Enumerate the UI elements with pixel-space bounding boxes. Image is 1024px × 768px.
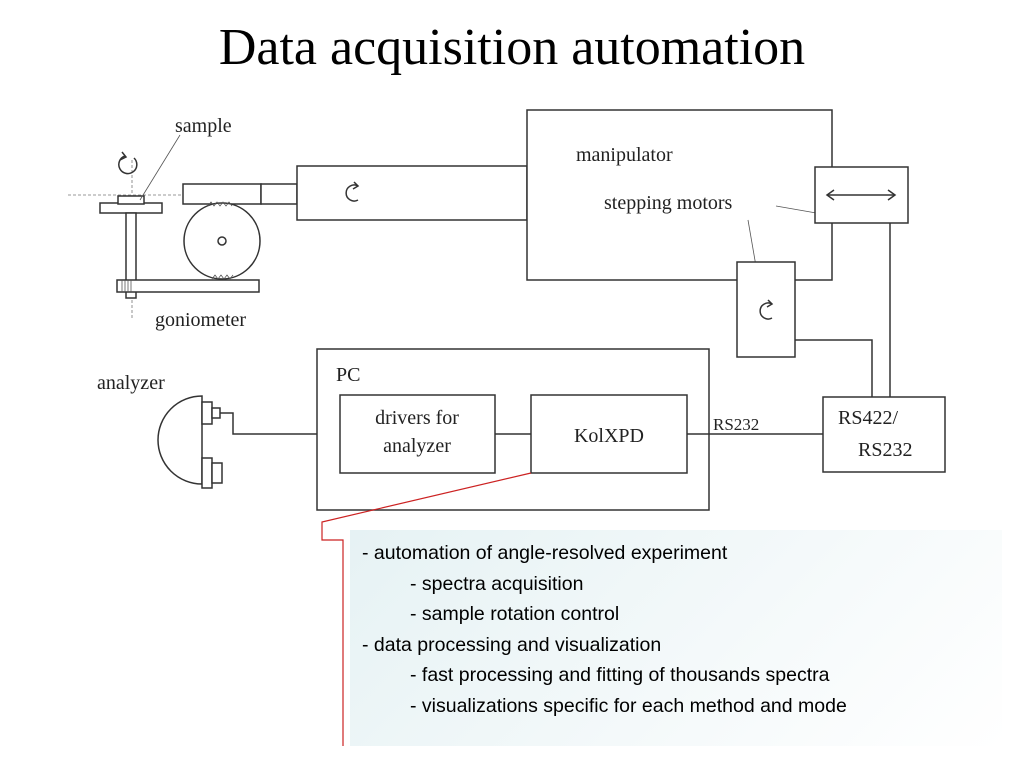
goniometer-gear (182, 183, 262, 280)
features-list: - automation of angle-resolved experimen… (350, 530, 1002, 746)
page-title: Data acquisition automation (218, 19, 806, 76)
drivers-label-line2: analyzer (383, 435, 451, 457)
rs422-converter-box (822, 396, 946, 473)
shaft-rotation-icon (345, 184, 359, 202)
goniometer-label: goniometer (155, 309, 246, 331)
rs422-label-line2: RS232 (858, 439, 912, 461)
rs232-cable-label: RS232 (713, 415, 759, 434)
note-spectra-acquisition: - spectra acquisition (410, 572, 584, 595)
sample-label: sample (175, 115, 232, 137)
sample-leader-line (139, 134, 181, 201)
drivers-box (339, 394, 496, 474)
motor-rotation-icon (759, 302, 773, 320)
analyzer-icon (157, 395, 223, 489)
kolxpd-label: KolXPD (574, 425, 644, 447)
note-sample-rotation: - sample rotation control (410, 603, 620, 625)
shaft-rotation-arrow-icon (352, 181, 360, 190)
rotation-motor-box (736, 261, 796, 358)
drivers-label-line1: drivers for (375, 407, 459, 429)
stepping-motors-label: stepping motors (604, 192, 733, 214)
manipulator-box (526, 109, 833, 281)
sample-holder (99, 195, 260, 299)
sample-rotation-arrow-icon (119, 151, 128, 161)
analyzer-cable (220, 412, 340, 435)
callout-line (321, 472, 532, 746)
rs422-label-line1: RS422/ (838, 407, 898, 429)
motor-cable (795, 339, 873, 397)
pc-label: PC (336, 364, 360, 386)
manipulator-label: manipulator (576, 144, 673, 166)
shaft-coupling (260, 183, 298, 205)
note-automation: - automation of angle-resolved experimen… (362, 542, 728, 564)
note-fast-processing: - fast processing and fitting of thousan… (410, 664, 830, 686)
kolxpd-box (530, 394, 688, 474)
analyzer-label: analyzer (97, 372, 165, 394)
note-visualizations: - visualizations specific for each metho… (410, 694, 847, 717)
manipulator-shaft (296, 165, 528, 221)
note-data-processing: - data processing and visualization (362, 633, 662, 656)
motor-rotation-arrow-icon (766, 299, 774, 308)
